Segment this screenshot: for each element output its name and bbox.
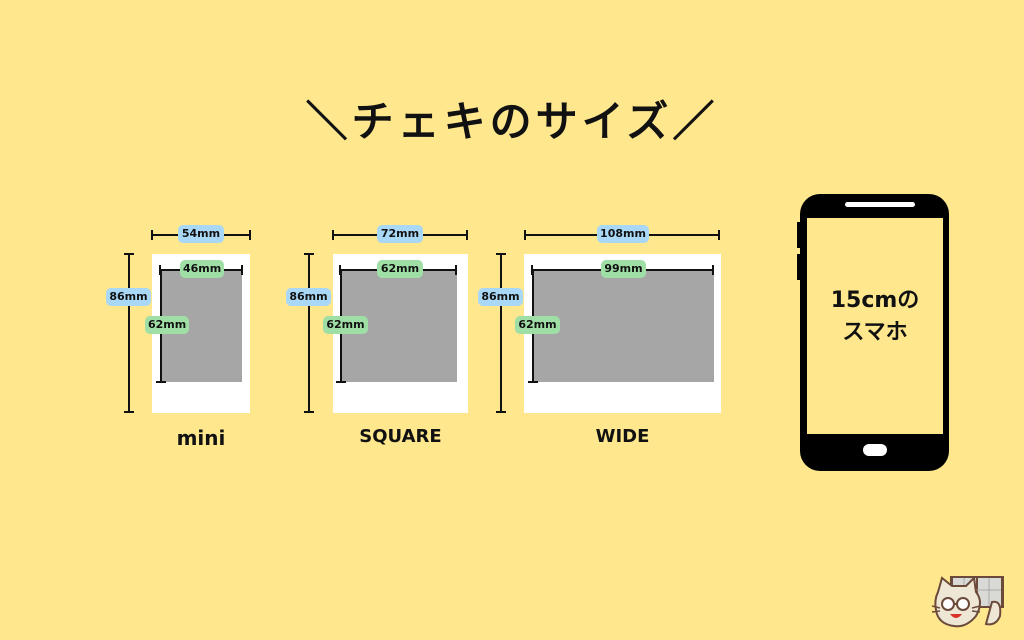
outer-width-badge: 72mm [377, 225, 423, 243]
outer-width-badge: 108mm [597, 225, 649, 243]
tick [466, 230, 468, 240]
outer-height-badge: 86mm [478, 288, 523, 306]
outer-width-badge: 54mm [178, 225, 224, 243]
tick [718, 230, 720, 240]
image-width-badge: 46mm [180, 260, 224, 278]
tick [124, 253, 134, 255]
cat-reading-book-icon [930, 572, 1010, 632]
format-label: mini [176, 426, 226, 450]
tick [336, 381, 346, 383]
tick [156, 381, 166, 383]
outer-height-badge: 86mm [286, 288, 331, 306]
outer-height-line [128, 254, 130, 412]
tick [151, 230, 153, 240]
outer-height-line [500, 254, 502, 412]
tick [712, 265, 714, 275]
image-height-badge: 62mm [323, 316, 368, 334]
page-title: ＼チェキのサイズ／ [305, 97, 719, 146]
tick [455, 265, 457, 275]
image-height-badge: 62mm [145, 316, 189, 334]
phone-home-button [863, 444, 887, 456]
tick [528, 381, 538, 383]
image-width-badge: 99mm [601, 260, 646, 278]
tick [332, 230, 334, 240]
tick [304, 253, 314, 255]
photo-area [533, 270, 714, 382]
tick [496, 253, 506, 255]
phone-side-button [797, 222, 802, 248]
phone-speaker [845, 202, 915, 207]
tick [249, 230, 251, 240]
image-width-badge: 62mm [377, 260, 423, 278]
phone-caption-line1: 15cmの [830, 288, 920, 313]
tick [241, 265, 243, 275]
tick [524, 230, 526, 240]
image-height-badge: 62mm [515, 316, 560, 334]
phone-side-button [797, 254, 802, 280]
tick [124, 411, 134, 413]
tick [304, 411, 314, 413]
outer-height-line [308, 254, 310, 412]
phone-screen [807, 218, 943, 434]
phone-caption-line2: スマホ [842, 320, 908, 345]
format-label: WIDE [595, 426, 650, 447]
phone-caption: 15cmの スマホ [807, 285, 943, 349]
outer-height-badge: 86mm [106, 288, 151, 306]
format-label: SQUARE [359, 426, 442, 447]
tick [496, 411, 506, 413]
